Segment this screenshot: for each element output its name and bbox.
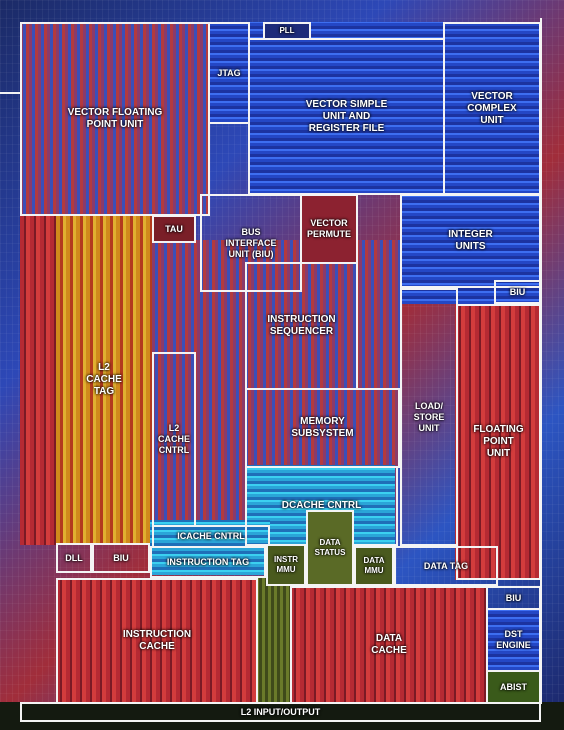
jtag-block: JTAG (208, 22, 250, 124)
integer-units: INTEGER UNITS (400, 194, 541, 288)
tau-label: TAU (165, 223, 183, 234)
l2-cache-tag-label: L2 CACHE TAG (86, 362, 122, 397)
vector-simple-unit-label: VECTOR SIMPLE UNIT AND REGISTER FILE (305, 98, 388, 134)
instruction-cache-texture (56, 578, 256, 702)
icache-control-label: ICACHE CNTRL (177, 531, 245, 541)
abist-label: ABIST (500, 681, 527, 692)
biu-bottom-right-label: BIU (505, 592, 522, 603)
floating-point-unit: FLOATING POINT UNIT (456, 304, 541, 580)
instruction-tag: INSTRUCTION TAG (150, 546, 266, 578)
dll-block: DLL (56, 543, 92, 573)
data-tag-label: DATA TAG (423, 560, 469, 571)
vector-complex-unit: VECTOR COMPLEX UNIT (443, 22, 541, 195)
data-cache-label: DATA CACHE (371, 633, 407, 656)
instruction-sequencer: INSTRUCTION SEQUENCER (245, 262, 358, 390)
l2-cache-control-label: L2 CACHE CNTRL (157, 423, 190, 455)
load-store-unit: LOAD/ STORE UNIT (400, 288, 458, 546)
bottom-edge (0, 702, 564, 730)
instruction-tag-label: INSTRUCTION TAG (166, 556, 250, 567)
dst-engine: DST ENGINE (486, 608, 541, 672)
data-status-label: DATA STATUS (314, 538, 346, 557)
data-cache: DATA CACHE (290, 586, 488, 704)
left-edge-texture (20, 215, 56, 545)
abist-block: ABIST (486, 670, 541, 704)
l2-input-output-label: L2 INPUT/OUTPUT (240, 706, 321, 717)
vector-permute-label: VECTOR PERMUTE (306, 218, 351, 239)
biu-left-label: BIU (113, 552, 129, 563)
dll-label: DLL (65, 552, 83, 563)
vsu-texture (250, 22, 445, 194)
l2-cache-control: L2 CACHE CNTRL (152, 352, 196, 527)
biu-left-block: BIU (92, 543, 150, 573)
dcache-ctrl-texture (245, 465, 395, 545)
instruction-cache: INSTRUCTION CACHE (56, 578, 258, 704)
integer-units-label: INTEGER UNITS (448, 229, 493, 252)
instruction-sequencer-label: INSTRUCTION SEQUENCER (267, 314, 336, 337)
data-mmu-label: DATA MMU (363, 556, 385, 575)
instruction-cache-label: INSTRUCTION CACHE (122, 629, 192, 652)
right-lead-line (540, 18, 542, 704)
pll-label: PLL (279, 26, 295, 35)
vcu-texture (445, 22, 541, 194)
left-lead-line (0, 92, 22, 94)
bus-interface-unit-label: BUS INTERFACE UNIT (BIU) (225, 226, 277, 259)
memory-subsystem: MEMORY SUBSYSTEM (245, 388, 400, 468)
vector-simple-unit: VECTOR SIMPLE UNIT AND REGISTER FILE (248, 38, 445, 195)
l2-input-output: L2 INPUT/OUTPUT (20, 702, 541, 722)
vector-floating-point-unit-label: VECTOR FLOATING POINT UNIT (67, 107, 163, 130)
dst-texture (486, 608, 541, 670)
memory-subsystem-label: MEMORY SUBSYSTEM (291, 416, 354, 439)
integer-texture (400, 194, 541, 304)
dst-engine-label: DST ENGINE (496, 629, 531, 650)
icache-control: ICACHE CNTRL (152, 525, 270, 548)
instruction-mmu-label: INSTR MMU (274, 555, 298, 574)
jtag-label: JTAG (217, 67, 241, 78)
fpu-texture (455, 300, 541, 580)
load-store-unit-label: LOAD/ STORE UNIT (413, 400, 445, 433)
vfpu-texture (20, 22, 208, 214)
data-tag: DATA TAG (394, 546, 498, 586)
vector-complex-unit-label: VECTOR COMPLEX UNIT (467, 90, 517, 126)
biu-right-label: BIU (509, 286, 526, 297)
cache-gap-texture (256, 578, 290, 702)
l2-tag-texture (56, 215, 152, 545)
biu-bottom-right-block: BIU (486, 586, 541, 610)
biu-right-block: BIU (494, 280, 541, 304)
data-mmu: DATA MMU (354, 546, 394, 586)
jtag-texture (208, 22, 250, 122)
vector-permute: VECTOR PERMUTE (300, 194, 358, 264)
data-status: DATA STATUS (306, 510, 354, 586)
instruction-mmu: INSTR MMU (266, 544, 306, 586)
vector-floating-point-unit: VECTOR FLOATING POINT UNIT (20, 22, 210, 216)
l2-cache-tag: L2 CACHE TAG (56, 215, 152, 545)
floating-point-unit-label: FLOATING POINT UNIT (473, 424, 524, 459)
data-cache-texture (290, 585, 486, 703)
tau-block: TAU (152, 215, 196, 243)
